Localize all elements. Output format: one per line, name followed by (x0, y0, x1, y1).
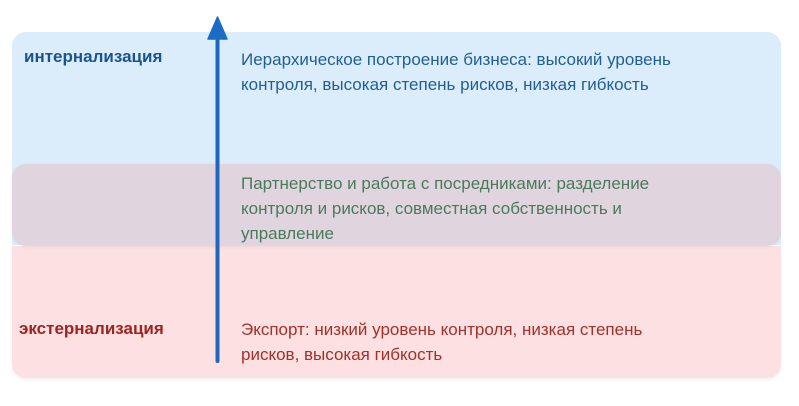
externalization-label: экстернализация (19, 319, 164, 338)
arrow-up-icon (207, 16, 228, 363)
partnership-band (12, 164, 781, 246)
description-line: контроля и рисков, совместная собственно… (241, 199, 622, 218)
description-line: управление (241, 224, 334, 243)
description-line: Партнерство и работа с посредниками: раз… (241, 174, 650, 193)
internalization-label: интернализация (24, 47, 163, 66)
internalization-description: Иерархическое построение бизнеса: высоки… (241, 47, 771, 97)
description-line: Экспорт: низкий уровень контроля, низкая… (241, 320, 643, 339)
description-line: контроля, высокая степень рисков, низкая… (241, 75, 649, 94)
externalization-band (12, 246, 781, 378)
description-line: Иерархическое построение бизнеса: высоки… (241, 50, 671, 69)
description-line: рисков, высокая гибкость (241, 345, 443, 364)
partnership-description: Партнерство и работа с посредниками: раз… (241, 171, 771, 246)
externalization-description: Экспорт: низкий уровень контроля, низкая… (241, 317, 771, 367)
